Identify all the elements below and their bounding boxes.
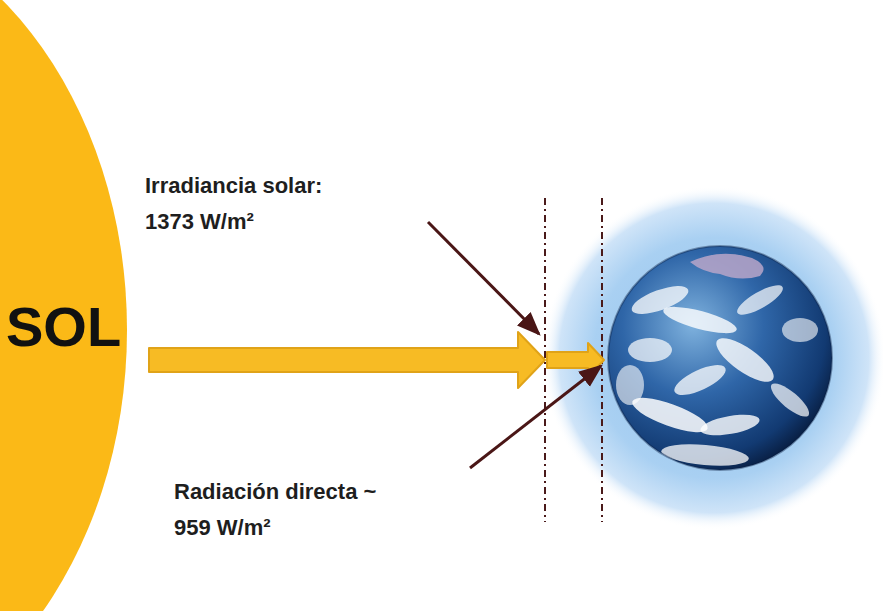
sun-label: SOL bbox=[6, 296, 121, 358]
radiation-arrow bbox=[149, 332, 545, 388]
callout-label: Irradiancia solar: 1373 W/m² bbox=[145, 168, 355, 240]
atmosphere bbox=[542, 186, 883, 530]
sun-shape: SOL bbox=[0, 0, 160, 611]
callout-label: Radiación directa ~ 959 W/m² bbox=[174, 474, 389, 546]
leader-line bbox=[428, 222, 539, 334]
earth-globe bbox=[608, 246, 832, 470]
leader-line bbox=[470, 366, 601, 468]
